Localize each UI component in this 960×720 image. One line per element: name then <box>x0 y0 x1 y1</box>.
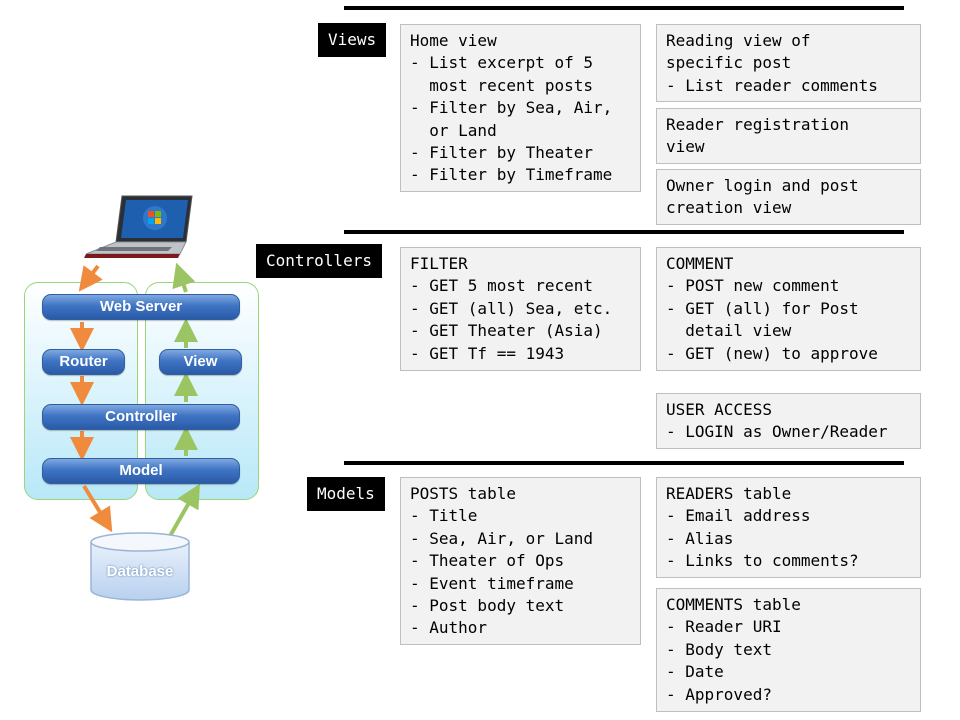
readers-table-title: READERS table <box>666 484 792 503</box>
owner-view-title: Owner login and post creation view <box>666 176 859 218</box>
user-access-controller-box: USER ACCESS - LOGIN as Owner/Reader <box>656 393 921 449</box>
list-item: - Filter by Sea, Air, or Land <box>410 98 613 140</box>
list-item: - GET Tf == 1943 <box>410 343 565 363</box>
controllers-label: Controllers <box>256 244 382 278</box>
model-node: Model <box>42 458 240 484</box>
router-node: Router <box>42 349 125 375</box>
models-label: Models <box>307 477 385 511</box>
list-item: - Date <box>666 662 724 682</box>
list-item: - Sea, Air, or Land <box>410 528 594 548</box>
list-item: - GET (new) to approve <box>666 343 878 363</box>
web-server-node: Web Server <box>42 294 240 320</box>
list-item: - Approved? <box>666 684 772 704</box>
registration-view-title: Reader registration view <box>666 115 850 157</box>
filter-controller-title: FILTER <box>410 254 468 273</box>
controller-node: Controller <box>42 404 240 430</box>
arrow-laptop-to-webserver <box>78 264 103 292</box>
list-item: - GET (all) Sea, etc. <box>410 298 613 318</box>
owner-view-box: Owner login and post creation view <box>656 169 921 225</box>
flow-arrows <box>70 262 200 537</box>
list-item: - Email address <box>666 506 811 526</box>
views-divider <box>344 6 904 10</box>
user-access-title: USER ACCESS <box>666 400 772 419</box>
list-item: - Filter by Theater <box>410 143 594 163</box>
views-label: Views <box>318 23 387 57</box>
list-item: - GET Theater (Asia) <box>410 321 603 341</box>
filter-controller-box: FILTER - GET 5 most recent - GET (all) S… <box>400 247 641 371</box>
comment-controller-title: COMMENT <box>666 254 734 273</box>
list-item: - POST new comment <box>666 276 840 296</box>
comment-controller-box: COMMENT - POST new comment - GET (all) f… <box>656 247 921 371</box>
list-item: - Post body text <box>410 596 565 616</box>
comments-table-title: COMMENTS table <box>666 595 801 614</box>
list-item: - Alias <box>666 528 734 548</box>
list-item: - Filter by Timeframe <box>410 165 613 185</box>
view-node: View <box>159 349 242 375</box>
list-item: - Event timeframe <box>410 573 574 593</box>
posts-table-title: POSTS table <box>410 484 516 503</box>
list-item: - GET (all) for Post detail view <box>666 298 859 341</box>
database-icon <box>90 532 190 601</box>
database-label: Database <box>106 563 174 580</box>
list-item: - Reader URI <box>666 617 782 637</box>
readers-table-box: READERS table - Email address - Alias - … <box>656 477 921 578</box>
list-item: - List excerpt of 5 most recent posts <box>410 53 594 95</box>
arrow-webserver-to-laptop <box>172 262 196 293</box>
arrow-model-to-database <box>82 484 113 533</box>
list-item: - Links to comments? <box>666 551 859 571</box>
list-item: - GET 5 most recent <box>410 276 594 296</box>
home-view-box: Home view - List excerpt of 5 most recen… <box>400 24 641 192</box>
list-item: - Body text <box>666 639 772 659</box>
list-item: - Author <box>410 618 488 638</box>
comments-table-box: COMMENTS table - Reader URI - Body text … <box>656 588 921 712</box>
laptop-icon <box>84 195 193 258</box>
arrow-database-to-model <box>168 483 200 537</box>
reading-view-title: Reading view of specific post <box>666 31 811 73</box>
list-item: - Title <box>410 506 478 526</box>
home-view-title: Home view <box>410 31 497 50</box>
list-item: - Theater of Ops <box>410 551 565 571</box>
posts-table-box: POSTS table - Title - Sea, Air, or Land … <box>400 477 641 645</box>
reading-view-box: Reading view of specific post - List rea… <box>656 24 921 102</box>
controllers-divider <box>344 230 904 234</box>
list-item: - LOGIN as Owner/Reader <box>666 422 888 442</box>
registration-view-box: Reader registration view <box>656 108 921 164</box>
models-divider <box>344 461 904 465</box>
list-item: - List reader comments <box>666 75 878 95</box>
